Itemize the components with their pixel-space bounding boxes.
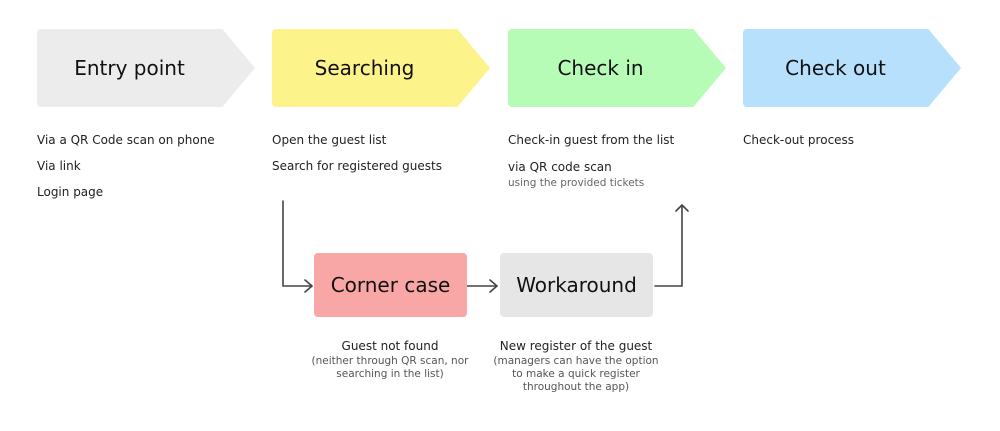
searching-label: Searching [314, 56, 415, 80]
check-in-chevron [508, 29, 726, 107]
entry-item-login: Login page [37, 185, 104, 199]
corner-case-label: Corner case [330, 273, 451, 297]
check-in-item-qr: via QR code scan [508, 160, 612, 174]
arrowhead-check-in [675, 204, 689, 212]
workaround-box: Workaround [500, 253, 653, 317]
searching-chevron [272, 29, 490, 107]
check-in-label: Check in [557, 56, 644, 80]
arrowhead-corner-case [304, 279, 313, 293]
check-out-label: Check out [785, 56, 886, 80]
entry-point-label: Entry point [74, 56, 185, 80]
entry-point-chevron [37, 29, 255, 107]
corner-case-note-line-1: (neither through QR scan, nor [311, 355, 469, 367]
workaround-label: Workaround [516, 273, 637, 297]
check-in-item-list: Check-in guest from the list [508, 133, 675, 147]
corner-case-box: Corner case [314, 253, 467, 317]
corner-case-note: (neither through QR scan, nor searching … [290, 355, 490, 381]
corner-case-note-line-2: searching in the list) [336, 368, 444, 380]
searching-item-search: Search for registered guests [272, 159, 442, 173]
check-out-item-process: Check-out process [743, 133, 855, 147]
workaround-note-line-1: (managers can have the option [493, 355, 659, 367]
workaround-note-line-2: to make a quick register [512, 368, 640, 380]
entry-item-link: Via link [37, 159, 81, 173]
workaround-title: New register of the guest [499, 339, 653, 353]
workaround-note: (managers can have the option to make a … [466, 355, 686, 394]
entry-item-qr: Via a QR Code scan on phone [37, 133, 215, 147]
searching-item-open-list: Open the guest list [272, 133, 387, 147]
workaround-note-line-3: throughout the app) [522, 381, 630, 393]
arrow-searching-to-corner-case [282, 200, 313, 287]
arrow-workaround-to-check-in [654, 204, 683, 287]
corner-case-title: Guest not found [341, 339, 439, 353]
check-in-note: using the provided tickets [508, 177, 645, 189]
check-out-chevron [743, 29, 961, 107]
arrowhead-workaround [489, 279, 498, 293]
